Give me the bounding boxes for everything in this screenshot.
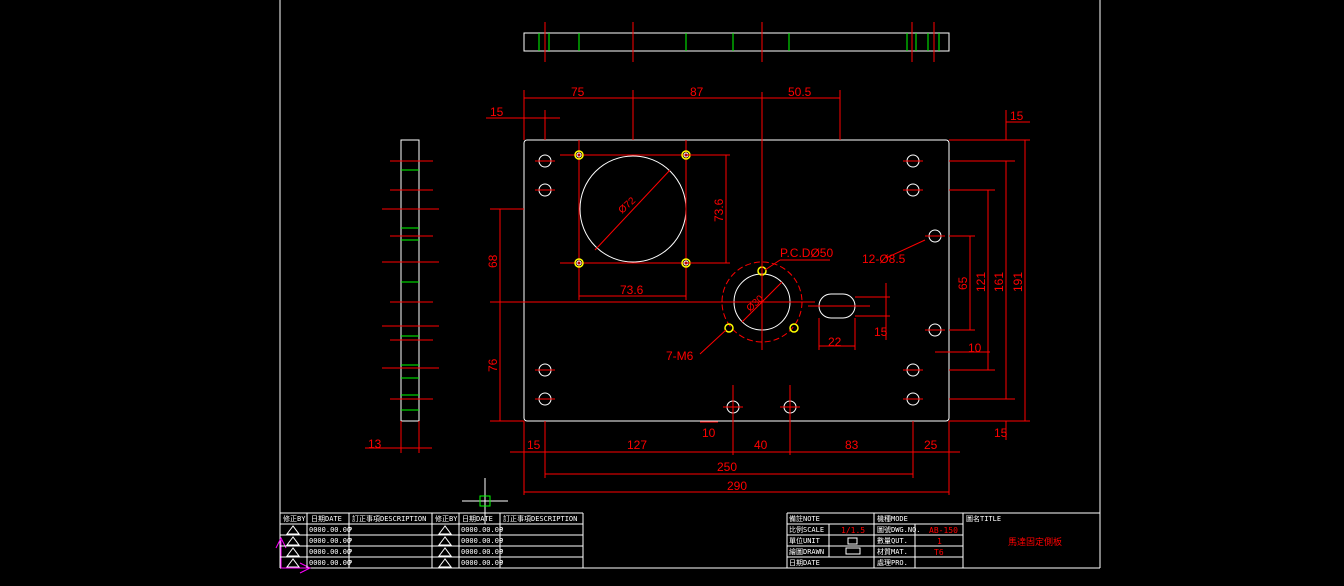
dim-side-thickness: 13 <box>368 437 382 451</box>
rev-header-by-2: 修正BY <box>435 514 458 523</box>
dim-127: 127 <box>627 438 647 452</box>
dim-slot-15: 15 <box>874 325 888 339</box>
dim-10-right: 10 <box>968 341 982 355</box>
dim-290: 290 <box>727 479 747 493</box>
rev-row-mark: P <box>499 559 503 567</box>
dwg-value: AB-150 <box>929 526 958 535</box>
rev-row-mark: P <box>348 548 352 556</box>
scale-label: 比例SCALE <box>789 525 824 534</box>
title-block: 修正BY 日期DATE 訂正事項DESCRIPTION 修正BY 日期DATE … <box>280 512 1100 568</box>
dim-191: 191 <box>1011 272 1025 292</box>
dim-250: 250 <box>717 460 737 474</box>
unit-box <box>847 537 858 545</box>
model-label: 機種MODE <box>877 514 908 523</box>
dim-15-left: 15 <box>490 105 504 119</box>
rev-row-mark: P <box>348 526 352 534</box>
rev-row-mark: P <box>499 548 503 556</box>
rev-row-date: 0000.00.00 <box>309 526 351 534</box>
ucs-icon <box>275 536 312 574</box>
dim-121: 121 <box>974 272 988 292</box>
drawn-label: 繪圖DRAWN <box>789 547 824 556</box>
dim-10-bottom: 10 <box>702 426 716 440</box>
dwg-label: 圖號DWG.NO. <box>877 525 921 534</box>
scale-value: 1/1.5 <box>841 526 865 535</box>
top-view <box>523 22 950 62</box>
rev-row-mark: P <box>499 526 503 534</box>
rev-row-mark: P <box>499 537 503 545</box>
dim-slot-22: 22 <box>828 335 842 349</box>
dim-pcd-50: P.C.DØ50 <box>780 246 833 260</box>
note-label: 備註NOTE <box>789 514 820 523</box>
dim-65: 65 <box>956 276 970 290</box>
dim-15-right-top: 15 <box>1010 109 1024 123</box>
dim-83: 83 <box>845 438 859 452</box>
dim-7-m6: 7-M6 <box>666 349 694 363</box>
qty-value: 1 <box>937 537 942 546</box>
dim-75: 75 <box>571 85 585 99</box>
dim-15-bottom: 15 <box>527 438 541 452</box>
rev-row-mark: P <box>348 537 352 545</box>
side-view: 13 <box>365 139 439 453</box>
plate-outline <box>523 139 950 422</box>
dim-73-6-horizontal: 73.6 <box>620 283 644 297</box>
rev-row-date: 0000.00.00 <box>461 537 503 545</box>
rev-header-by-1: 修正BY <box>283 514 306 523</box>
rev-row-mark: P <box>348 559 352 567</box>
front-view <box>523 92 950 478</box>
pro-label: 處理PRO. <box>877 558 908 567</box>
rev-row-date: 0000.00.00 <box>461 559 503 567</box>
dim-68: 68 <box>486 254 500 268</box>
dimensions <box>486 90 1030 495</box>
rev-row-date: 0000.00.00 <box>309 537 351 545</box>
rev-row-date: 0000.00.00 <box>309 559 351 567</box>
dim-87: 87 <box>690 85 704 99</box>
title-label: 圖名TITLE <box>966 514 1001 523</box>
rev-row-date: 0000.00.00 <box>461 526 503 534</box>
dim-161: 161 <box>992 272 1006 292</box>
dim-40: 40 <box>754 438 768 452</box>
dim-73-6-vertical: 73.6 <box>712 198 726 222</box>
unit-label: 單位UNIT <box>789 536 821 545</box>
rev-header-date-2: 日期DATE <box>462 515 493 523</box>
dim-12-holes: 12-Ø8.5 <box>862 252 906 266</box>
rev-row-date: 0000.00.00 <box>309 548 351 556</box>
rev-header-date-1: 日期DATE <box>311 515 342 523</box>
drawing-title: 馬達固定側板 <box>1008 536 1062 548</box>
rev-header-desc-2: 訂正事項DESCRIPTION <box>503 514 577 523</box>
rev-header-desc-1: 訂正事項DESCRIPTION <box>352 514 426 523</box>
rev-row-date: 0000.00.00 <box>461 548 503 556</box>
drawn-box <box>845 547 861 555</box>
dim-50-5: 50.5 <box>788 85 812 99</box>
revision-triangle-icon <box>286 525 452 568</box>
dim-25: 25 <box>924 438 938 452</box>
dim-15-right-bottom: 15 <box>994 426 1008 440</box>
mat-label: 材質MAT. <box>877 547 908 556</box>
dim-76: 76 <box>486 358 500 372</box>
qty-label: 數量QUT. <box>877 536 908 545</box>
mat-value: T6 <box>934 548 944 557</box>
date-label: 日期DATE <box>789 559 820 567</box>
crosshair-cursor-icon <box>462 478 508 524</box>
